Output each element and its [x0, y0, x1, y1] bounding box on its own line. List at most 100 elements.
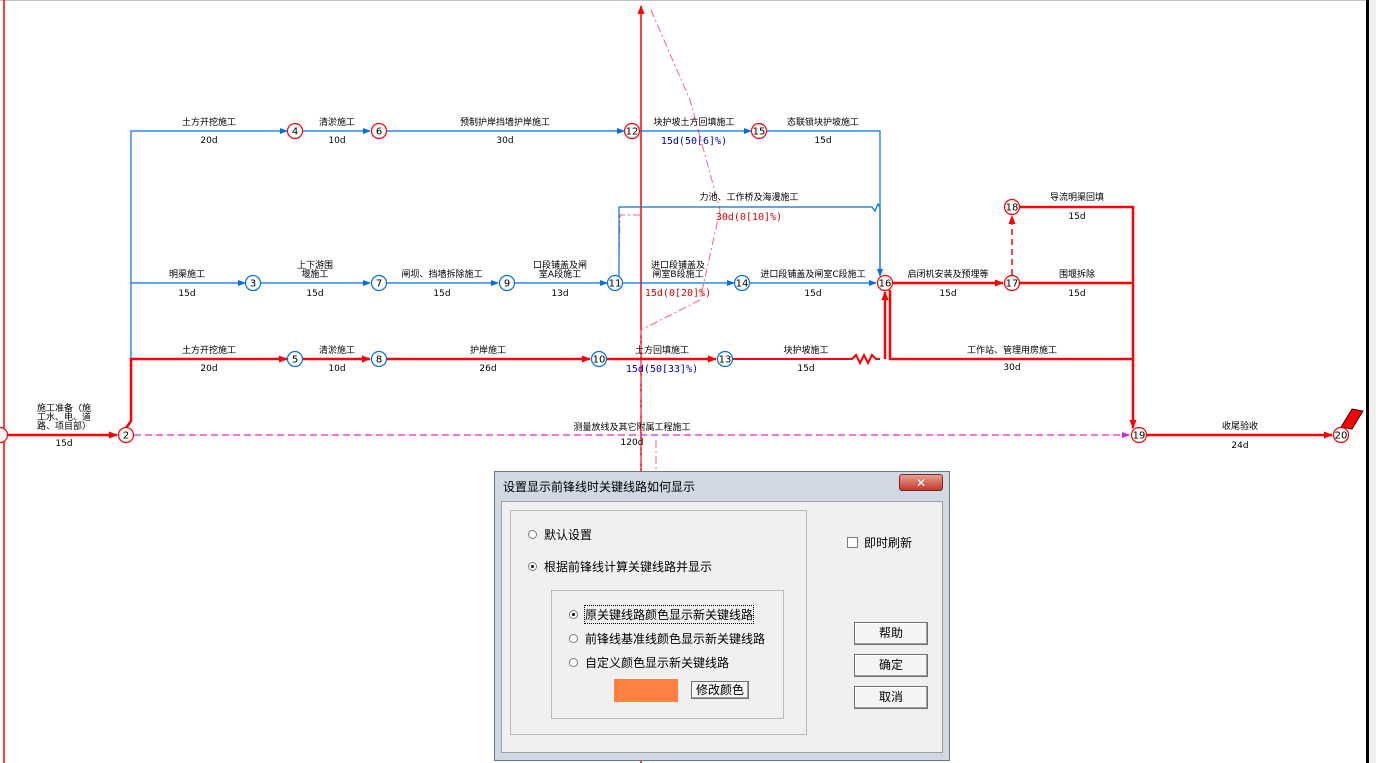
node-2[interactable]: 2	[117, 426, 135, 444]
node-17[interactable]: 17	[1003, 274, 1021, 292]
radio-baseline-color[interactable]: 前锋线基准线颜色显示新关键线路	[569, 630, 765, 647]
task-10: 闸坝、挡墙拆除施工 15d	[401, 268, 482, 299]
task-duration: 30d(0[10]%)	[716, 212, 782, 223]
node-label: 15	[753, 127, 766, 138]
node-circle	[623, 122, 641, 140]
node-15[interactable]: 15	[750, 122, 768, 140]
node-circle	[1003, 198, 1021, 216]
task-name: 块护坡土方回填施工	[653, 116, 734, 128]
radio-original-color[interactable]: 原关键线路颜色显示新关键线路	[569, 605, 755, 624]
nodes-layer: 2 3 4 5 6 7 8 9 10 11 12 13 14 15 16 17 18 19 20	[0, 122, 1350, 444]
node-circle	[1130, 426, 1148, 444]
task-3: 预制护岸挡墙护岸施工 30d	[460, 116, 550, 146]
node-label: 5	[292, 355, 298, 366]
node-label: 2	[123, 431, 129, 442]
node-circle	[286, 350, 304, 368]
task-name: 闸坝、挡墙拆除施工	[401, 268, 482, 280]
ok-button[interactable]: 确定	[854, 654, 928, 677]
edge-13-16	[733, 352, 880, 366]
radio-default-indicator[interactable]	[528, 530, 537, 539]
node-18[interactable]: 18	[1003, 198, 1021, 216]
edge-15-16	[767, 130, 883, 277]
node-circle	[370, 350, 388, 368]
close-button[interactable]: ✕	[899, 474, 943, 491]
node-label: 4	[292, 127, 298, 138]
task-duration: 15d	[178, 289, 195, 299]
task-duration: 24d	[1231, 441, 1248, 451]
task-6: 力池、工作桥及海漫施工 30d(0[10]%)	[699, 191, 798, 223]
node-4[interactable]: 4	[286, 122, 304, 140]
cancel-button[interactable]: 取消	[854, 686, 928, 709]
refresh-checkbox[interactable]: 即时刷新	[847, 534, 912, 551]
node-label: 7	[376, 279, 382, 290]
radio-default[interactable]: 默认设置	[528, 526, 592, 543]
node-label: 8	[376, 355, 382, 366]
node-circle	[606, 274, 624, 292]
node-1[interactable]	[0, 426, 9, 444]
task-name: 力池、工作桥及海漫施工	[699, 191, 798, 203]
node-16[interactable]: 16	[876, 274, 894, 292]
node-19[interactable]: 19	[1130, 426, 1148, 444]
node-9[interactable]: 9	[498, 274, 516, 292]
task-name: 预制护岸挡墙护岸施工	[460, 116, 550, 128]
node-8[interactable]: 8	[370, 350, 388, 368]
node-14[interactable]: 14	[733, 274, 751, 292]
node-13[interactable]: 13	[716, 350, 734, 368]
edge-11-16	[618, 202, 881, 276]
node-label: 6	[376, 127, 382, 138]
node-label: 19	[1133, 431, 1146, 442]
node-circle	[498, 274, 516, 292]
node-circle	[716, 350, 734, 368]
node-10[interactable]: 10	[590, 350, 608, 368]
node-11[interactable]: 11	[606, 274, 624, 292]
radio-custom-indicator[interactable]	[569, 658, 578, 667]
right-edge-scroll	[1369, 0, 1376, 763]
radio-custom-color[interactable]: 自定义颜色显示新关键线路	[569, 654, 729, 671]
frontline-polyline	[640, 9, 721, 470]
refresh-checkbox-label: 即时刷新	[864, 536, 913, 550]
node-circle	[286, 122, 304, 140]
modify-color-button[interactable]: 修改颜色	[691, 681, 749, 699]
refresh-checkbox-box[interactable]	[847, 537, 858, 548]
node-label: 17	[1006, 279, 1019, 290]
node-circle	[733, 274, 751, 292]
dialog-title: 设置显示前锋线时关键线路如何显示	[503, 480, 696, 494]
dialog-titlebar[interactable]: 设置显示前锋线时关键线路如何显示 ✕	[495, 472, 949, 499]
radio-baseline-indicator[interactable]	[569, 634, 578, 643]
task-duration: 30d	[496, 136, 513, 146]
edge-2-5	[124, 355, 288, 429]
task-duration: 15d	[306, 289, 323, 299]
node-label: 13	[719, 355, 732, 366]
task-name: 围堰拆除	[1059, 268, 1095, 280]
radio-calc-indicator[interactable]	[528, 562, 537, 571]
node-6[interactable]: 6	[370, 122, 388, 140]
radio-original-indicator[interactable]	[569, 610, 578, 619]
task-name: 进口段铺盖及闸室C段施工	[760, 268, 865, 280]
radio-original-label: 原关键线路颜色显示新关键线路	[583, 605, 755, 624]
edge-16-19-b	[888, 290, 1133, 361]
node-7[interactable]: 7	[370, 274, 388, 292]
task-duration: 20d	[200, 136, 217, 146]
node-circle	[244, 274, 262, 292]
task-name: 土方回填施工	[635, 344, 689, 356]
node-20[interactable]: 20	[1332, 426, 1350, 444]
custom-color-swatch	[614, 679, 678, 702]
node-5[interactable]: 5	[286, 350, 304, 368]
node-label: 18	[1006, 203, 1019, 214]
node-3[interactable]: 3	[244, 274, 262, 292]
task-duration: 15d	[1068, 289, 1085, 299]
radio-calc[interactable]: 根据前锋线计算关键线路并显示	[528, 558, 712, 575]
task-name: 清淤施工	[319, 344, 355, 356]
dialog-client: 默认设置 根据前锋线计算关键线路并显示 原关键线路颜色显示新关键线路 前锋线基准…	[501, 501, 943, 753]
help-button[interactable]: 帮助	[854, 622, 928, 645]
task-name: 清淤施工	[319, 116, 355, 128]
critical-edges	[4, 205, 1333, 439]
node-12[interactable]: 12	[623, 122, 641, 140]
task-duration: 15d	[433, 289, 450, 299]
